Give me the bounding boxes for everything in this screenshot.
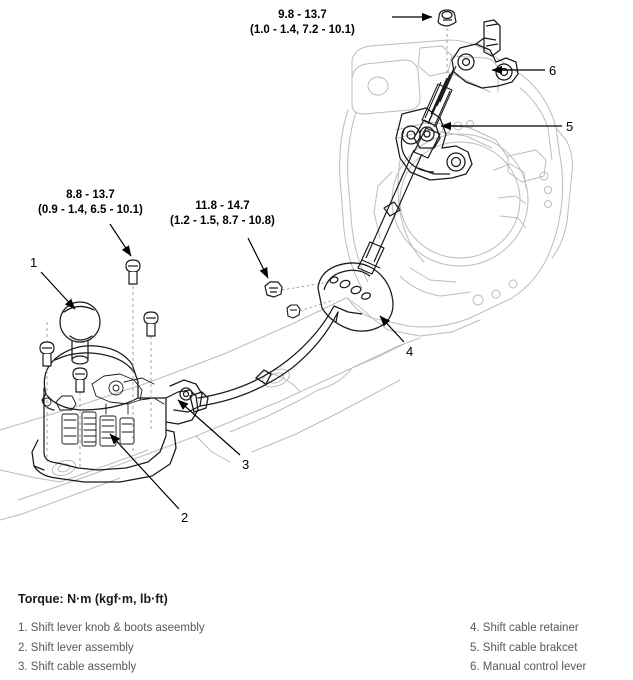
torque-value-converted: (0.9 - 1.4, 6.5 - 10.1): [38, 204, 143, 216]
exploded-view-illustration: [0, 9, 573, 521]
torque-value-converted: (1.0 - 1.4, 7.2 - 10.1): [250, 24, 355, 36]
leader-lines: [40, 12, 562, 510]
callout-number-5: 5: [566, 119, 574, 134]
legend-section: Torque: N·m (kgf·m, lb·ft) 1. Shift leve…: [0, 575, 633, 680]
legend-column-left: 1. Shift lever knob & boots aseembly 2. …: [18, 619, 205, 678]
shift-cable-assembly-part: [189, 305, 339, 413]
legend-item-4: 4. Shift cable retainer: [470, 622, 579, 634]
torque-value-nm: 8.8 - 13.7: [66, 189, 115, 201]
legend-column-right: 4. Shift cable retainer 5. Shift cable b…: [470, 619, 586, 678]
manual-control-lever-part: [451, 19, 519, 89]
legend-item-3: 3. Shift cable assembly: [18, 661, 137, 673]
torque-value-nm: 9.8 - 13.7: [278, 9, 327, 21]
torque-spec-middle: 11.8 - 14.7 (1.2 - 1.5, 8.7 - 10.8): [170, 199, 275, 229]
callout-number-1: 1: [30, 255, 38, 270]
legend-item-1: 1. Shift lever knob & boots aseembly: [18, 622, 205, 634]
torque-spec-top: 9.8 - 13.7 (1.0 - 1.4, 7.2 - 10.1): [250, 8, 355, 38]
shift-cable-rod: [357, 65, 457, 275]
legend-item-5: 5. Shift cable brakcet: [470, 641, 578, 654]
torque-value-converted: (1.2 - 1.5, 8.7 - 10.8): [170, 215, 275, 227]
transaxle-housing-outline: [339, 39, 573, 337]
shift-lever-assembly-part: [31, 301, 203, 483]
shift-cable-bracket-part: [395, 107, 473, 181]
mounting-bolts: [39, 9, 457, 470]
callout-number-4: 4: [406, 344, 414, 359]
torque-value-nm: 11.8 - 14.7: [195, 200, 250, 212]
legend-item-6: 6. Manual control lever: [470, 661, 587, 673]
torque-units-heading: Torque: N·m (kgf·m, lb·ft): [18, 592, 168, 606]
shift-cable-retainer-part: [317, 262, 394, 332]
callout-number-6: 6: [549, 63, 557, 78]
callout-number-3: 3: [242, 457, 250, 472]
torque-spec-left: 8.8 - 13.7 (0.9 - 1.4, 6.5 - 10.1): [38, 188, 143, 218]
legend-item-2: 2. Shift lever assembly: [18, 641, 134, 654]
callout-number-2: 2: [181, 510, 189, 525]
